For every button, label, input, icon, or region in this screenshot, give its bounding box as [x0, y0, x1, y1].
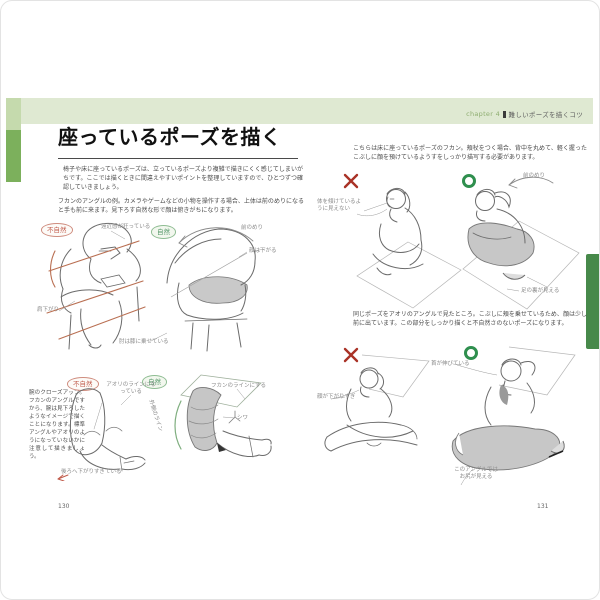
left-edge-tab-light [6, 98, 21, 130]
caption-arm-closeup: 腕のクローズアップ。フカンのアングルですから、腕は見下ろしたようなイメージで描く… [29, 390, 85, 460]
annotation-sole-visible: 足の裏が見える [521, 288, 560, 294]
header-band [13, 98, 593, 124]
annotation-head-down: 顔は下がる [249, 248, 277, 254]
caption-hooded-figures: フカンのアングルの例。カメラやゲームなどの小物を操作する場合、上体は前のめりにな… [58, 198, 304, 214]
correct-mark-icon [462, 174, 476, 188]
annotation-butt-visible: このアングルではお尻が見える [454, 467, 498, 480]
sketch-girl-aori-bad [324, 354, 430, 452]
wrong-mark-icon-2 [343, 347, 359, 363]
sketch-girl-fukan-bad [356, 187, 462, 309]
intro-paragraph-left: 椅子や床に座っているポーズは、立っているポーズより複雑で描きにくく感じてしまいが… [63, 166, 303, 191]
running-head: chapter 4 難しいポーズを描くコツ [466, 109, 583, 119]
divider-bar-icon [503, 110, 506, 118]
page-title: 座っているポーズを描く [58, 125, 282, 149]
chapter-number: chapter 4 [466, 110, 501, 118]
annotation-shoulder-drop: 肩下がり [37, 307, 60, 313]
annotation-neck-extended: 首が伸びている [431, 361, 470, 367]
unnatural-badge: 不自然 [41, 223, 73, 237]
sketch-hooded-bad [46, 222, 146, 350]
page-number-right: 131 [537, 503, 549, 510]
annotation-perspective-off: 遠近感が狂っている [101, 224, 151, 230]
intro-paragraph-right: こちらは床に座っているポーズのフカン。頬杖をつく場合、背中を丸めて、軽く握ったこ… [353, 145, 587, 161]
annotation-fukan-line: フカンのラインにする [211, 383, 267, 389]
caption-aori-angle: 同じポーズをアオリのアングルで見たところ。こぶしに頬を乗せているため、顔は少し前… [353, 311, 587, 327]
chapter-edge-tab [586, 254, 599, 349]
annotation-face-too-low: 顔が下がりすぎ [317, 394, 356, 400]
natural-badge: 自然 [151, 225, 176, 239]
title-underline [58, 158, 298, 159]
correct-mark-icon-2 [464, 346, 478, 360]
sketch-arm-good [174, 374, 272, 458]
sketch-hooded-good [166, 227, 266, 352]
sketch-arm-bad [57, 388, 146, 481]
annotation-wrinkles: シワ [237, 415, 249, 421]
sketch-girl-fukan-good [462, 176, 580, 310]
wrong-mark-icon [343, 173, 359, 189]
annotation-pulled-back: 後ろへ下がりすぎている [61, 469, 122, 475]
annotation-no-lean: 体を傾けているように見えない [317, 199, 362, 212]
left-edge-tab [6, 130, 21, 182]
natural-badge-2: 自然 [142, 375, 167, 389]
unnatural-badge-2: 不自然 [67, 377, 99, 391]
annotation-elbows-on-knees: 肘は膝に乗せている [119, 339, 169, 345]
sketch-girl-aori-good [451, 346, 576, 486]
annotation-lean-forward-2: 前のめり [523, 173, 546, 179]
annotation-aori-line: アオリのラインになっている [106, 382, 156, 395]
section-title: 難しいポーズを描くコツ [508, 111, 583, 119]
page-number-left: 130 [58, 503, 70, 510]
annotation-lean-forward: 前のめり [241, 225, 264, 231]
